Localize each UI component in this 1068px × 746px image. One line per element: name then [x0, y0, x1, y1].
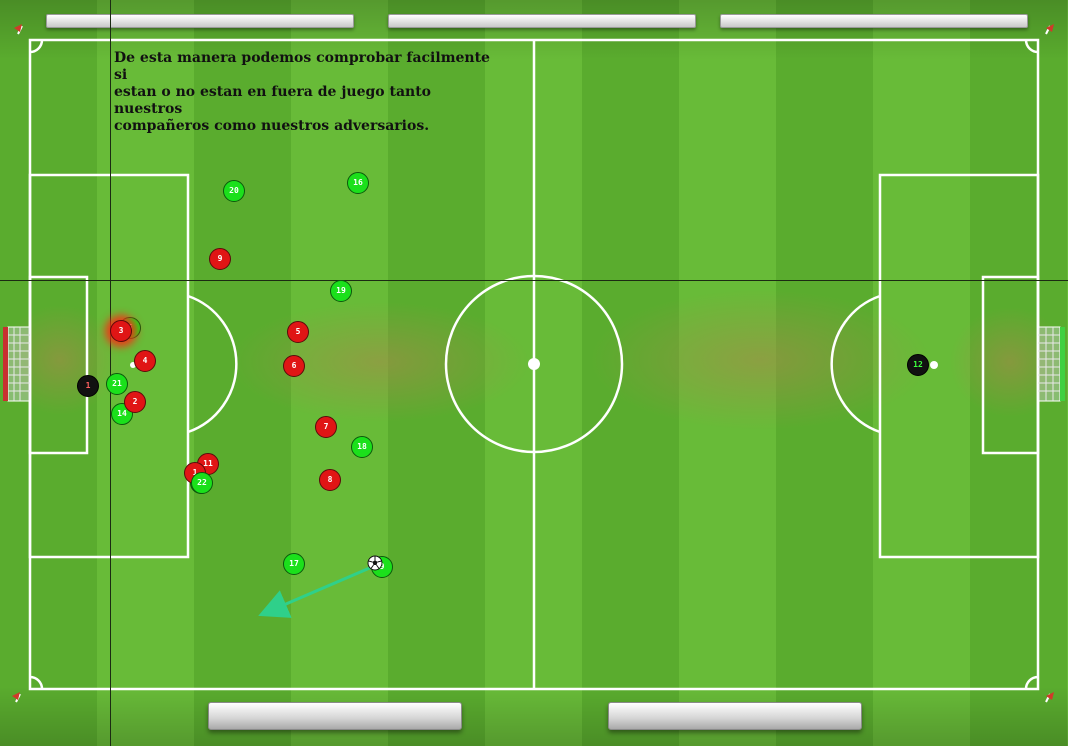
ad-board-top-1 [46, 14, 354, 28]
center-circle [444, 274, 624, 454]
center-spot [528, 358, 540, 370]
home-player-20[interactable]: 20 [223, 180, 245, 202]
home-player-22-overlay[interactable]: 22 [191, 472, 213, 494]
corner-arc-tr [1024, 39, 1039, 54]
away-player-2[interactable]: 2 [124, 391, 146, 413]
ad-board-top-3 [720, 14, 1028, 28]
offside-line-horizontal [0, 280, 1068, 281]
tutorial-line-2: estan o no estan en fuera de juego tanto… [114, 84, 431, 117]
soccer-ball-icon[interactable] [367, 555, 383, 571]
tutorial-line-1: De esta manera podemos comprobar facilme… [114, 50, 490, 83]
bench-bottom-1 [208, 702, 462, 730]
away-player-4[interactable]: 4 [134, 350, 156, 372]
penalty-arc-left [187, 294, 238, 434]
ad-board-top-2 [388, 14, 696, 28]
pass-arrow-icon [258, 565, 373, 618]
away-player-6[interactable]: 6 [283, 355, 305, 377]
home-player-19[interactable]: 19 [330, 280, 352, 302]
home-player-21[interactable]: 21 [106, 373, 128, 395]
penalty-spot-right [930, 361, 938, 369]
corner-arc-br [1024, 675, 1039, 690]
corner-arc-tl [29, 39, 44, 54]
home-goalkeeper[interactable]: 12 [907, 354, 929, 376]
penalty-arc-right [830, 294, 881, 434]
away-player-7[interactable]: 7 [315, 416, 337, 438]
home-player-18[interactable]: 18 [351, 436, 373, 458]
goal-left [3, 326, 31, 402]
tutorial-message: De esta manera podemos comprobar facilme… [114, 50, 504, 135]
corner-flag-tr-icon [1045, 24, 1054, 35]
home-player-17[interactable]: 17 [283, 553, 305, 575]
away-goalkeeper[interactable]: 1 [77, 375, 99, 397]
away-player-8[interactable]: 8 [319, 469, 341, 491]
away-player-3[interactable]: 3 [110, 320, 132, 342]
bench-bottom-2 [608, 702, 862, 730]
away-player-5[interactable]: 5 [287, 321, 309, 343]
corner-flag-tl-icon [14, 24, 23, 35]
away-player-9[interactable]: 9 [209, 248, 231, 270]
home-player-16[interactable]: 16 [347, 172, 369, 194]
corner-arc-bl [29, 675, 44, 690]
corner-flag-br-icon [1045, 692, 1054, 703]
offside-line-vertical [110, 0, 111, 746]
goal-right [1037, 326, 1065, 402]
tutorial-line-3: compañeros como nuestros adversarios. [114, 118, 430, 134]
corner-flag-bl-icon [12, 692, 21, 703]
